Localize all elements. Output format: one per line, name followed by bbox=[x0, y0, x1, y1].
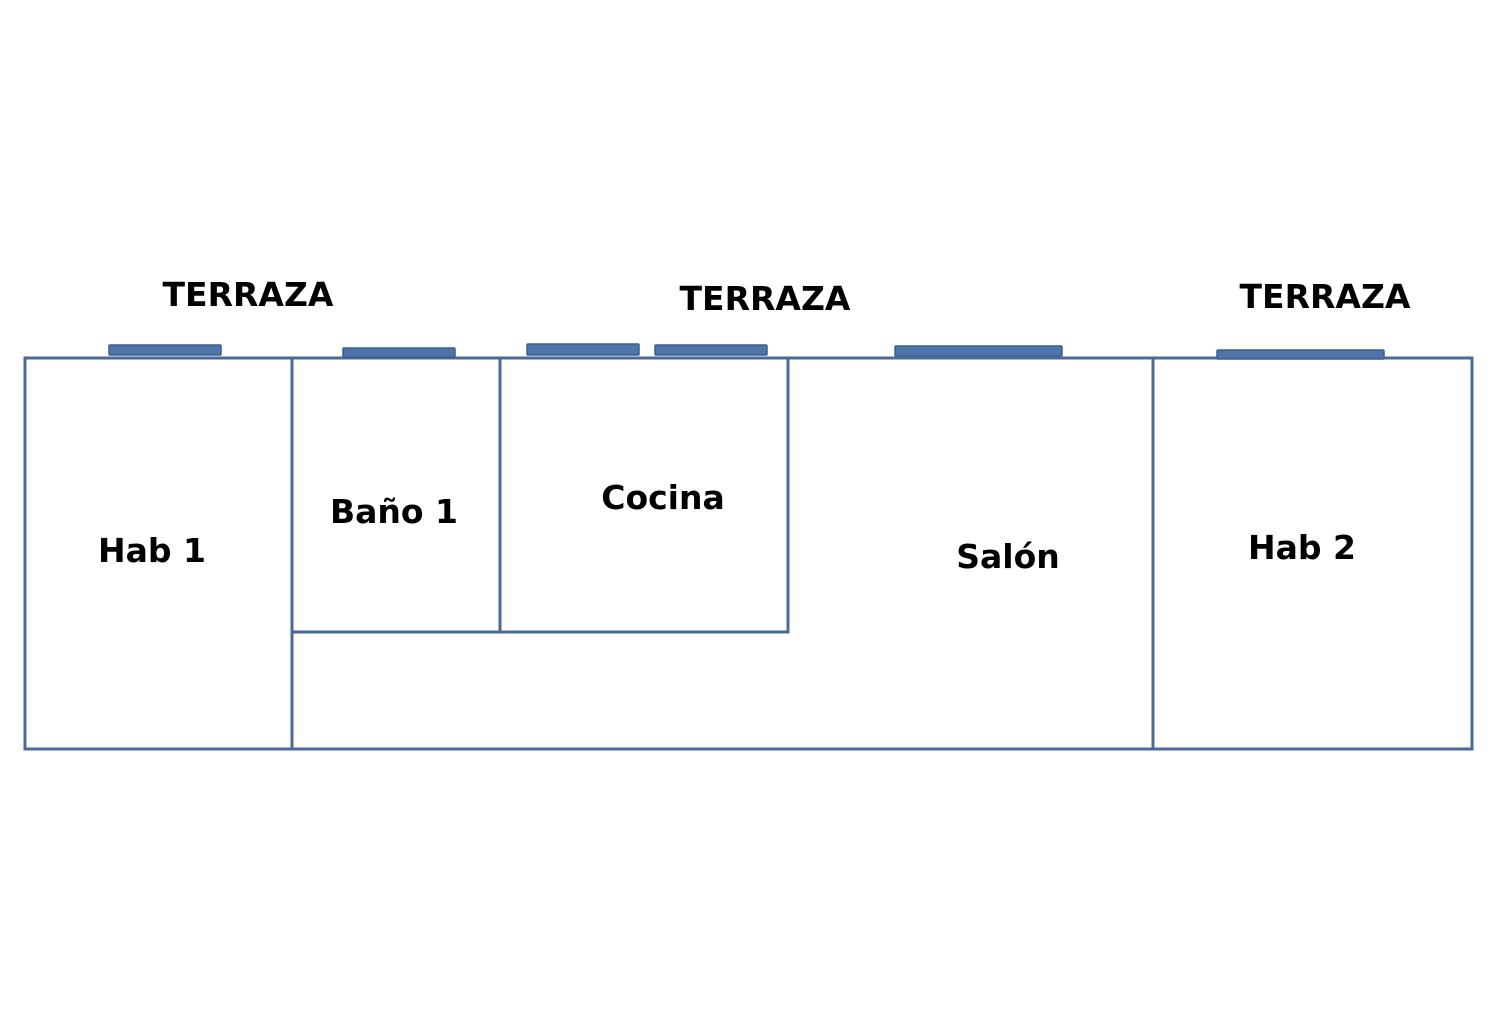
terrace-label-left: TERRAZA bbox=[163, 275, 334, 314]
window-salon bbox=[894, 345, 1063, 357]
room-label-salon: Salón bbox=[956, 537, 1060, 576]
outer-wall bbox=[23, 356, 1474, 751]
window-hab1 bbox=[108, 344, 222, 356]
room-label-cocina: Cocina bbox=[601, 478, 725, 517]
window-cocina-right bbox=[654, 344, 768, 356]
window-hab2 bbox=[1216, 349, 1385, 360]
terrace-label-right: TERRAZA bbox=[1240, 277, 1411, 316]
window-cocina-left bbox=[526, 343, 640, 356]
window-bano1 bbox=[342, 347, 456, 358]
room-label-bano1: Baño 1 bbox=[330, 492, 458, 531]
room-label-hab1: Hab 1 bbox=[98, 531, 206, 570]
room-label-hab2: Hab 2 bbox=[1248, 528, 1356, 567]
terrace-label-center: TERRAZA bbox=[680, 279, 851, 318]
